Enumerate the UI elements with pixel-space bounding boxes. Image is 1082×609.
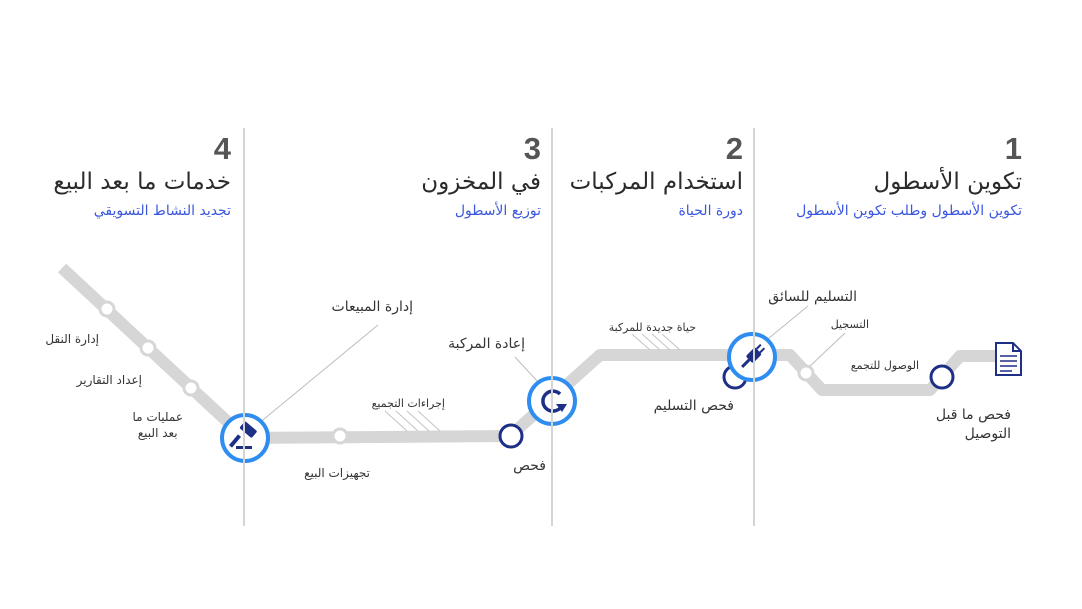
phase-subtitle: تكوين الأسطول وطلب تكوين الأسطول — [796, 203, 1022, 219]
label-line: بعد البيع — [137, 426, 178, 440]
node-transport — [98, 300, 116, 318]
node-pre-delivery — [929, 364, 955, 390]
label-delivery-check: فحص التسليم — [653, 398, 734, 414]
phase-subtitle: دورة الحياة — [678, 203, 743, 219]
hub-plug — [727, 332, 777, 382]
cycle-arrow-icon — [541, 389, 567, 413]
divider-3 — [243, 128, 245, 526]
phase-2-header: 2 استخدام المركبات دورة الحياة — [570, 132, 743, 224]
label-pre-delivery: فحص ما قبل التوصيل — [936, 406, 1011, 444]
phase-number: 4 — [213, 131, 231, 166]
label-arrival-pool: الوصول للتجمع — [850, 359, 919, 372]
phase-title: تكوين الأسطول — [873, 169, 1022, 195]
node-registration — [797, 364, 815, 382]
phase-1-header: 1 تكوين الأسطول تكوين الأسطول وطلب تكوين… — [796, 132, 1022, 224]
hatch-assembly — [384, 410, 441, 432]
hub-gavel — [220, 413, 270, 463]
label-transport-mgmt: إدارة النقل — [45, 332, 99, 346]
phase-number: 3 — [523, 131, 541, 166]
phase-title: خدمات ما بعد البيع — [53, 169, 231, 195]
leader-registration — [807, 332, 846, 369]
leader-sales-management — [257, 324, 379, 425]
hatch-new-life — [631, 333, 681, 351]
label-reports-prep: إعداد التقارير — [76, 373, 142, 387]
label-registration: التسجيل — [830, 318, 869, 331]
node-after-sales-ops — [182, 379, 200, 397]
phase-number: 2 — [725, 131, 743, 166]
label-driver-delivery: التسليم للسائق — [768, 289, 857, 305]
phase-title: في المخزون — [421, 169, 541, 195]
divider-2 — [551, 128, 553, 526]
divider-1 — [753, 128, 755, 526]
phase-subtitle: تجديد النشاط التسويقي — [93, 203, 231, 219]
label-sales-prep: تجهيزات البيع — [304, 466, 370, 480]
label-sales-management: إدارة المبيعات — [331, 299, 413, 315]
label-line: عمليات ما — [132, 410, 183, 424]
phase-number: 1 — [1004, 131, 1022, 166]
document-icon — [995, 342, 1022, 376]
label-vehicle-return: إعادة المركبة — [448, 336, 525, 352]
label-inspection: فحص — [513, 458, 546, 474]
node-inspection — [498, 423, 524, 449]
phase-title: استخدام المركبات — [569, 169, 743, 195]
node-reports — [139, 339, 157, 357]
node-sales-prep — [331, 427, 349, 445]
phase-subtitle: توزيع الأسطول — [454, 203, 541, 219]
leader-vehicle-return — [514, 356, 539, 383]
label-after-sales-ops: عمليات ما بعد البيع — [132, 409, 183, 441]
phase-3-header: 3 في المخزون توزيع الأسطول — [421, 132, 541, 224]
label-new-life: حياة جديدة للمركبة — [608, 321, 696, 334]
label-line: التوصيل — [964, 426, 1011, 442]
label-line: فحص ما قبل — [935, 407, 1011, 423]
label-assembly-procedures: إجراءات التجميع — [371, 397, 445, 410]
phase-4-header: 4 خدمات ما بعد البيع تجديد النشاط التسوي… — [53, 132, 231, 224]
